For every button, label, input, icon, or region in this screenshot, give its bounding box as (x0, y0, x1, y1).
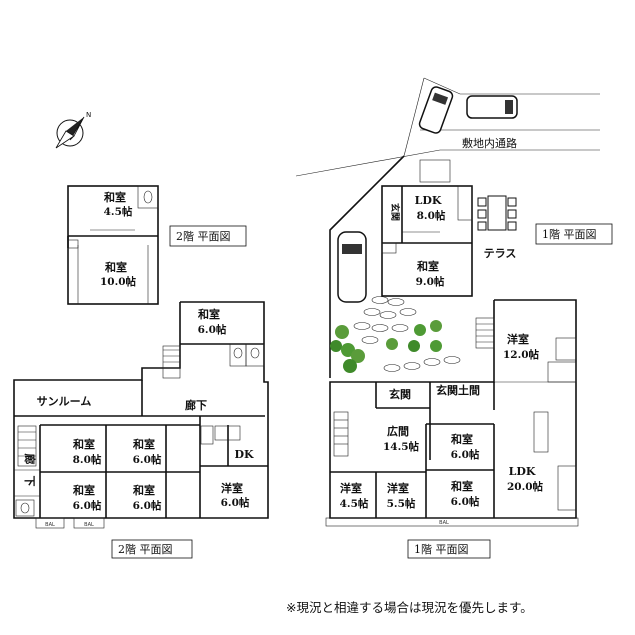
disclaimer-note: ※現況と相違する場合は現況を優先します。 (286, 600, 533, 615)
upper-2f-washitsu-b-name: 和室 (105, 260, 127, 274)
left-2f-hallway-a-name: 廊下 (185, 398, 207, 412)
left-2f-sunroom-name: サンルーム (37, 395, 92, 408)
right-1f-balcony-label: BAL (439, 520, 449, 526)
left-2f-washitsu-2-size: 6.0帖 (133, 453, 162, 466)
right-1f-terrace-name: テラス (484, 247, 517, 260)
parked-car-icon-b (466, 95, 518, 119)
left-2f-washitsu-2-name: 和室 (133, 437, 155, 451)
right-1f-washitsu-b-name: 和室 (451, 479, 473, 493)
parked-car-icon-a (418, 86, 454, 134)
right-1f-hiroma-size: 14.5帖 (383, 440, 420, 453)
right-1f-ldk-20-size: 20.0帖 (507, 480, 544, 493)
left-2f-washitsu-1-name: 和室 (73, 437, 95, 451)
right-1f-youshitsu-12-name: 洋室 (507, 332, 529, 346)
upper-2f-washitsu-b-size: 10.0帖 (100, 275, 137, 288)
right-1f-main-block (325, 299, 579, 527)
compass-icon: N (55, 111, 91, 149)
right-1f-youshitsu-55-name: 洋室 (387, 481, 409, 495)
right-1f-ldk-20-name: LDK (509, 465, 536, 478)
right-1f-upper-block (381, 159, 473, 297)
right-1f-youshitsu-12-size: 12.0帖 (503, 348, 540, 361)
lower-2f-plan-title: 2階 平面図 (118, 542, 173, 556)
right-1f-washitsu-b-size: 6.0帖 (451, 495, 480, 508)
left-2f-washitsu-4-name: 和室 (133, 483, 155, 497)
right-1f-ldk-top-size: 8.0帖 (417, 209, 446, 222)
left-2f-balcony-label-b: BAL (84, 522, 94, 528)
left-2f-dk-name: DK (234, 448, 254, 461)
upper-2f-washitsu-a-size: 4.5帖 (104, 205, 133, 218)
right-1f-genkan-doma-name: 玄関土間 (436, 383, 480, 397)
bottom-1f-plan-title: 1階 平面図 (414, 542, 469, 556)
left-2f-washitsu-1-size: 8.0帖 (73, 453, 102, 466)
upper-2f-washitsu-a-name: 和室 (104, 190, 126, 204)
right-1f-washitsu-a-size: 6.0帖 (451, 448, 480, 461)
upper-2f-plan (67, 185, 159, 305)
left-2f-youshitsu-size: 6.0帖 (221, 496, 250, 509)
terrace-table-icon (477, 195, 517, 231)
right-1f-washitsu-top-name: 和室 (417, 259, 439, 273)
left-2f-hallway-b-name: 廊 下 (23, 454, 37, 487)
left-2f-washitsu-top-name: 和室 (198, 307, 220, 321)
carport-car-icon (337, 231, 367, 303)
right-1f-youshitsu-45-size: 4.5帖 (340, 497, 369, 510)
right-1f-genkan-name: 玄関 (389, 387, 411, 401)
site-outline (295, 77, 600, 378)
garden-trees-icon (330, 320, 442, 373)
right-1f-ldk-top-name: LDK (415, 194, 442, 207)
right-1f-genkan-top-name: 玄関 (389, 203, 401, 221)
right-1f-washitsu-top-size: 9.0帖 (416, 275, 445, 288)
right-1f-plan-title: 1階 平面図 (542, 227, 597, 241)
compass-north-label: N (86, 111, 91, 119)
left-2f-balcony-label-a: BAL (45, 522, 55, 528)
right-1f-hiroma-name: 広間 (387, 424, 409, 438)
left-2f-washitsu-3-name: 和室 (73, 483, 95, 497)
left-2f-washitsu-top-size: 6.0帖 (198, 323, 227, 336)
site-road-label: 敷地内通路 (462, 136, 517, 150)
left-2f-youshitsu-name: 洋室 (221, 481, 243, 495)
upper-2f-plan-title: 2階 平面図 (176, 229, 231, 243)
right-1f-youshitsu-45-name: 洋室 (340, 481, 362, 495)
left-2f-washitsu-4-size: 6.0帖 (133, 499, 162, 512)
right-1f-youshitsu-55-size: 5.5帖 (387, 497, 416, 510)
stepping-stones-icon (353, 296, 461, 372)
left-2f-washitsu-3-size: 6.0帖 (73, 499, 102, 512)
left-2f-plan (13, 301, 269, 529)
right-1f-washitsu-a-name: 和室 (451, 432, 473, 446)
